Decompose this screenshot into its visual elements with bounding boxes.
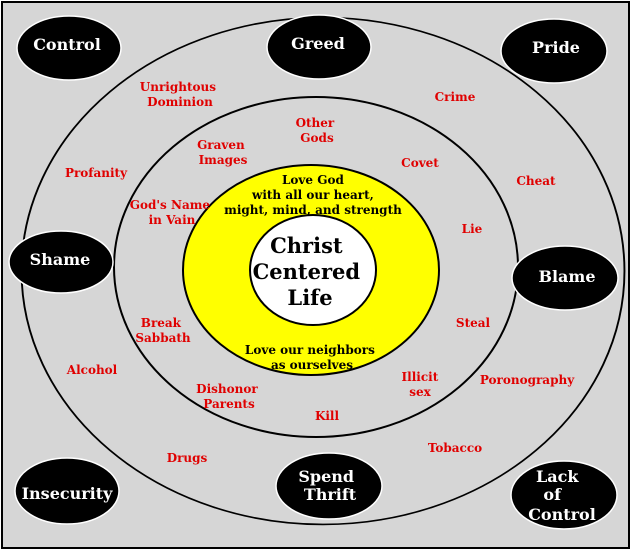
love-neighbors-label: Love our neighbors as ourselves	[245, 343, 379, 372]
oval-insecurity: Insecurity	[14, 457, 120, 525]
oval-label: Spend Thrift	[298, 467, 359, 504]
core-line: Centered	[253, 259, 361, 284]
oval-greed: Greed	[266, 14, 372, 80]
oval-control: Control	[16, 15, 122, 81]
oval-blame: Blame	[511, 245, 619, 311]
label-drugs: Drugs	[167, 451, 208, 465]
label-unrightous-dominion: Unrightous Dominion	[140, 80, 220, 109]
love-neighbors-line: Love our neighbors	[245, 343, 375, 357]
label-cheat: Cheat	[516, 174, 556, 188]
oval-label: Pride	[532, 38, 580, 57]
oval-label: Control	[33, 35, 101, 54]
label-illicit-sex: Illicit sex	[402, 370, 443, 399]
oval-label: Insecurity	[22, 484, 114, 503]
core-line: Life	[287, 285, 332, 310]
oval-shape	[510, 460, 618, 530]
oval-lack-of-control: Lack of Control	[510, 460, 618, 530]
label-gods-name-in-vain: God's Name in Vain	[130, 198, 215, 227]
oval-shape	[266, 14, 372, 80]
label-tobacco: Tobacco	[428, 441, 482, 455]
oval-shame: Shame	[8, 230, 114, 294]
oval-shape	[16, 15, 122, 81]
oval-shape	[275, 452, 383, 520]
oval-shape	[511, 245, 619, 311]
oval-label: Blame	[538, 267, 595, 286]
oval-label: Lack of Control	[528, 467, 596, 524]
love-god-line: with all our heart,	[251, 188, 374, 202]
love-neighbors-line: as ourselves	[271, 358, 353, 372]
label-kill: Kill	[315, 409, 340, 423]
label-steal: Steal	[456, 316, 491, 330]
label-break-sabbath: Break Sabbath	[135, 316, 191, 345]
core-line: Christ	[270, 233, 343, 258]
oval-spend-thrift: Spend Thrift	[275, 452, 383, 520]
label-crime: Crime	[435, 90, 476, 104]
love-god-line: might, mind, and strength	[224, 203, 402, 217]
label-alcohol: Alcohol	[66, 363, 118, 377]
label-other-gods: Other Gods	[296, 116, 339, 145]
label-covet: Covet	[401, 156, 439, 170]
oval-shape	[500, 18, 608, 84]
oval-pride: Pride	[500, 18, 608, 84]
oval-shape	[8, 230, 114, 294]
core-circle	[249, 214, 377, 326]
love-god-label: Love God with all our heart, might, mind…	[224, 173, 402, 217]
label-dishonor-parents: Dishonor Parents	[196, 382, 262, 411]
label-lie: Lie	[462, 222, 483, 236]
label-poronography: Poronography	[480, 373, 575, 387]
oval-label: Shame	[30, 250, 91, 269]
label-profanity: Profanity	[65, 166, 128, 180]
oval-label: Greed	[291, 34, 345, 53]
label-graven-images: Graven Images	[197, 138, 249, 167]
love-god-line: Love God	[282, 173, 344, 187]
oval-shape	[14, 457, 120, 525]
core-label: Christ Centered Life	[253, 233, 368, 310]
